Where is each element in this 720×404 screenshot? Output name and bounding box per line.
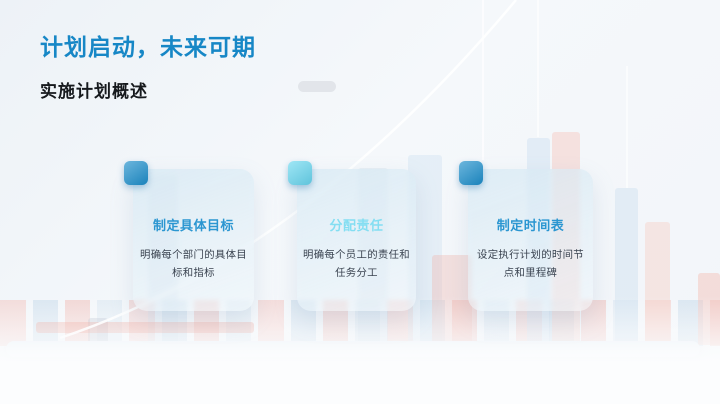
fog-overlay [0,296,720,404]
rounded-square-icon [288,161,312,185]
card-set-goals: 制定具体目标 明确每个部门的具体目标和指标 [124,161,254,311]
slide-title: 计划启动，未来可期 [40,34,256,60]
card-description: 明确每个部门的具体目标和指标 [140,250,247,280]
card-description: 明确每个员工的责任和任务分工 [303,250,410,280]
rounded-square-icon [459,161,483,185]
decorative-pill [298,81,336,92]
rounded-square-icon [124,161,148,185]
card-description: 设定执行计划的时间节点和里程碑 [477,250,584,280]
slide-header: 计划启动，未来可期 实施计划概述 [40,28,256,102]
card-title: 制定时间表 [496,218,565,233]
card-assign-responsibility: 分配责任 明确每个员工的责任和任务分工 [288,161,416,311]
card-title: 分配责任 [329,218,384,233]
card-set-timeline: 制定时间表 设定执行计划的时间节点和里程碑 [459,161,593,311]
card-title: 制定具体目标 [152,218,234,233]
slide-subtitle: 实施计划概述 [40,82,148,101]
